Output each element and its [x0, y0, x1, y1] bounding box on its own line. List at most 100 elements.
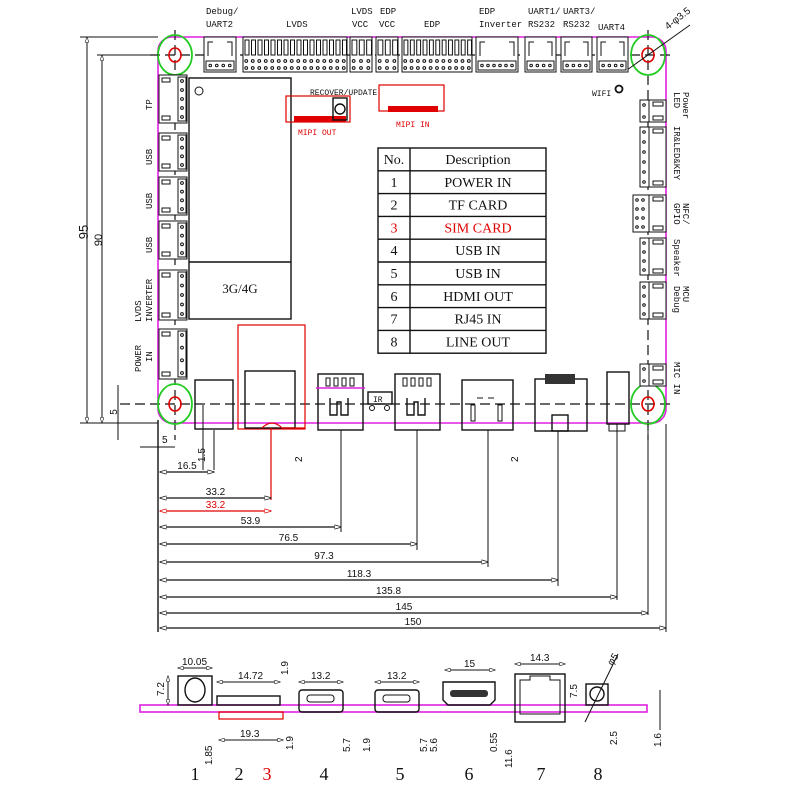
label-edp: EDP [424, 20, 440, 30]
wifi-antenna-icon [614, 84, 624, 94]
dim-power-below: 1.85 [204, 745, 215, 765]
dim-offset-5-vertical: 5 [109, 409, 120, 415]
module-3g4g: 3G/4G [188, 77, 292, 320]
mipi-in-connector [388, 106, 438, 112]
dim-label: 150 [405, 617, 422, 628]
dim-hdmi-below: 0.55 [489, 732, 500, 752]
ir-receiver: IR [367, 391, 393, 411]
item-number-8: 8 [594, 764, 603, 784]
dim-sim-below: 1.9 [285, 736, 296, 750]
wifi-label: WIFI [592, 90, 611, 99]
label-power-in-l1: POWER [134, 344, 144, 372]
top-connector-row [203, 36, 629, 73]
table-cell-no: 6 [391, 290, 398, 305]
dim-tf-width: 14.72 [238, 671, 263, 682]
table-header-description: Description [445, 153, 510, 168]
dim-power-width: 10.05 [182, 657, 207, 668]
table-border [377, 147, 547, 354]
dim-label: 97.3 [314, 551, 334, 562]
recover-button-icon [334, 103, 346, 115]
pcb-side [139, 704, 648, 713]
board-outline [157, 36, 667, 424]
table-cell-description: SIM CARD [444, 221, 511, 236]
right-connector-mcu-debug [639, 281, 667, 320]
label-debug-uart2-l2: UART2 [206, 20, 233, 30]
hole-spec-label: 4-φ3.5 [663, 5, 693, 32]
dim-card-offset: 2 [294, 456, 305, 462]
dim-tf-height: 1.9 [280, 661, 291, 675]
hdmi-side [442, 681, 496, 706]
label-uart4: UART4 [598, 23, 625, 33]
connector-edp [401, 36, 473, 73]
dim-rj45-total: 11.6 [504, 749, 515, 768]
label-edp-vcc-l1: EDP [380, 7, 396, 17]
table-header-no: No. [384, 153, 405, 168]
dim-hdmi-width: 15 [464, 659, 476, 670]
hole-spec-leader [626, 24, 691, 71]
right-connector-speaker [639, 237, 667, 276]
table-cell-description: HDMI OUT [443, 290, 513, 305]
label-nfc-l1: NFC/ [680, 203, 690, 225]
side-dimensions: 10.05 7.2 1.85 14.72 1.9 19.3 1.9 13.2 5… [156, 651, 664, 768]
dim-offset-5-horizontal: 5 [162, 435, 168, 446]
left-connector-tp [158, 74, 188, 124]
dim-horizontal-135.8: 135.8 [160, 586, 617, 597]
dim-label: 118.3 [347, 569, 372, 580]
right-connector-column [632, 99, 667, 387]
left-connector-usb-3 [158, 220, 188, 260]
right-connector-mic-in [639, 363, 667, 387]
label-speaker: Speaker [671, 239, 681, 277]
label-uart3-l2: RS232 [563, 20, 590, 30]
board-top-view: 4-φ3.5 Debug/ UART2 LVDS LVDS VCC EDP VC… [76, 5, 693, 632]
item-number-4: 4 [320, 764, 329, 784]
extension-lines [157, 420, 667, 632]
left-connector-lvds-inverter [158, 269, 188, 321]
mipi-out-connector [294, 116, 346, 122]
table-cell-no: 4 [391, 244, 398, 259]
table-cell-no: 8 [391, 335, 398, 350]
label-edp-vcc-l2: VCC [379, 20, 396, 30]
dim-horizontal-97.3: 97.3 [160, 551, 488, 562]
item-number-1: 1 [191, 764, 200, 784]
sim-card-side [218, 711, 284, 720]
dim-label: 53.9 [241, 516, 261, 527]
dim-rj45-width: 14.3 [530, 653, 550, 664]
right-connector-led-power [639, 99, 667, 123]
mipi-in-label: MIPI IN [396, 121, 430, 130]
dim-label: 145 [396, 602, 413, 613]
tf-card-side [216, 695, 281, 706]
recover-button[interactable] [332, 97, 348, 121]
table-cell-description: USB IN [455, 244, 501, 259]
dim-horizontal-33.2: 33.2 [160, 487, 271, 498]
label-edp-inverter-l1: EDP [479, 7, 495, 17]
label-uart1-l2: RS232 [528, 20, 555, 30]
dim-usb1-below: 1.9 [362, 738, 373, 752]
dim-rj45-height: 7.5 [569, 684, 580, 698]
dim-usb1-width: 13.2 [311, 671, 331, 682]
right-connector-nfc-gpio [632, 194, 667, 233]
left-connector-usb-1 [158, 132, 188, 172]
bottom-edge-connectors: IR [194, 324, 630, 500]
usb-2-side [374, 689, 420, 713]
ir-label: IR [373, 396, 383, 405]
power-jack-side [177, 675, 213, 706]
connector-lvds [242, 36, 348, 73]
label-debug-uart2-l1: Debug/ [206, 7, 238, 17]
connector-edp-vcc [375, 36, 399, 73]
connector-uart4 [596, 36, 629, 73]
connector-uart3 [560, 36, 593, 73]
dim-horizontal-150: 150 [160, 617, 666, 628]
label-mcu-l2: Debug [671, 286, 681, 313]
label-usb-1: USB [145, 148, 155, 165]
connector-debug-uart2 [203, 36, 237, 73]
dim-usb1-height: 5.7 [342, 738, 353, 752]
rj45-side [514, 673, 566, 723]
